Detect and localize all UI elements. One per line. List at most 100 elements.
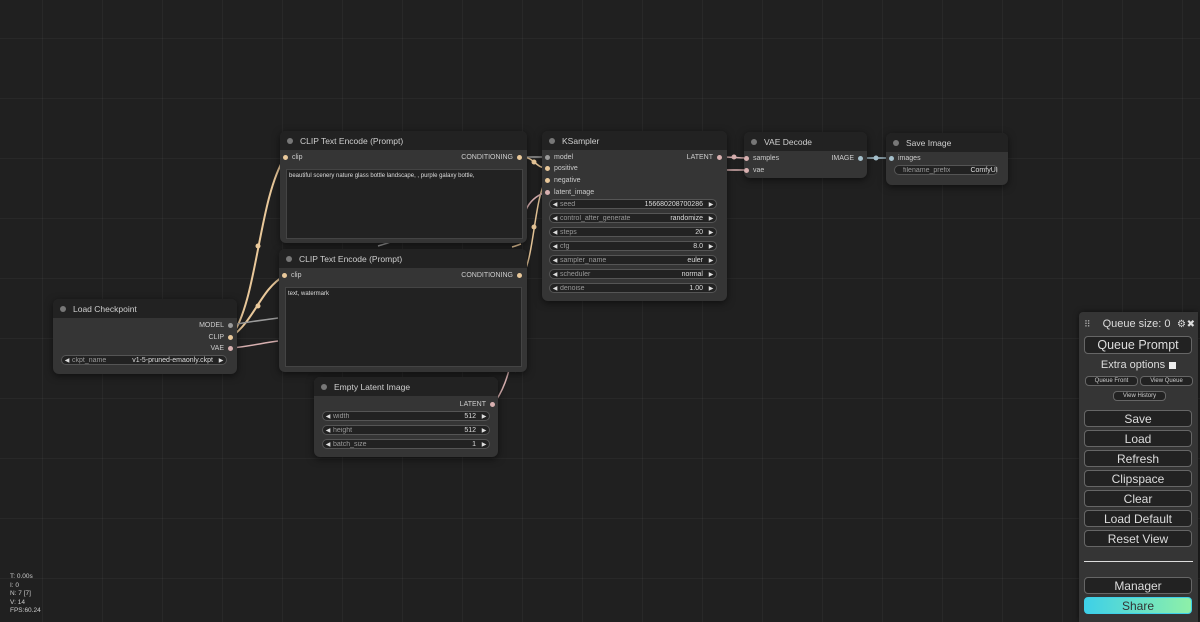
output-vae[interactable]: VAE: [211, 343, 233, 353]
prompt-textarea[interactable]: text, watermark: [285, 287, 522, 367]
input-negative[interactable]: negative: [545, 175, 580, 185]
collapse-dot-icon[interactable]: [751, 138, 757, 145]
output-conditioning[interactable]: CONDITIONING: [461, 152, 522, 162]
decrement-arrow-icon[interactable]: ◀: [552, 257, 558, 264]
input-slot-dot[interactable]: [889, 155, 894, 161]
increment-arrow-icon[interactable]: ▶: [218, 357, 224, 364]
decrement-arrow-icon[interactable]: ◀: [552, 201, 558, 208]
share-button[interactable]: Share: [1084, 597, 1192, 614]
increment-arrow-icon[interactable]: ▶: [481, 427, 487, 434]
queue-front-button[interactable]: Queue Front: [1085, 376, 1138, 386]
input-latent-image[interactable]: latent_image: [545, 187, 594, 197]
load-checkpoint-node[interactable]: Load Checkpoint MODEL CLIP VAE ◀ckpt_nam…: [53, 299, 237, 374]
input-slot-dot[interactable]: [283, 154, 288, 160]
increment-arrow-icon[interactable]: ▶: [708, 285, 714, 292]
decrement-arrow-icon[interactable]: ◀: [552, 243, 558, 250]
refresh-button[interactable]: Refresh: [1084, 450, 1192, 467]
increment-arrow-icon[interactable]: ▶: [708, 271, 714, 278]
increment-arrow-icon[interactable]: ▶: [708, 229, 714, 236]
collapse-dot-icon[interactable]: [549, 137, 555, 144]
input-clip[interactable]: clip: [283, 152, 303, 162]
decrement-arrow-icon[interactable]: ◀: [552, 271, 558, 278]
queue-prompt-button[interactable]: Queue Prompt: [1084, 336, 1192, 354]
input-slot-dot[interactable]: [545, 189, 550, 195]
clear-button[interactable]: Clear: [1084, 490, 1192, 507]
input-vae[interactable]: vae: [744, 165, 764, 175]
collapse-dot-icon[interactable]: [286, 255, 292, 262]
ksampler-node[interactable]: KSampler model positive negative latent_…: [542, 131, 727, 301]
decrement-arrow-icon[interactable]: ◀: [325, 441, 331, 448]
increment-arrow-icon[interactable]: ▶: [481, 441, 487, 448]
increment-arrow-icon[interactable]: ▶: [708, 215, 714, 222]
output-slot-dot[interactable]: [228, 334, 233, 340]
node-title-bar[interactable]: KSampler: [542, 131, 727, 150]
reset-view-button[interactable]: Reset View: [1084, 530, 1192, 547]
input-slot-dot[interactable]: [545, 154, 550, 160]
increment-arrow-icon[interactable]: ▶: [481, 413, 487, 420]
collapse-dot-icon[interactable]: [893, 139, 899, 146]
collapse-dot-icon[interactable]: [321, 383, 327, 390]
input-model[interactable]: model: [545, 152, 573, 162]
output-slot-dot[interactable]: [228, 322, 233, 328]
node-title-bar[interactable]: CLIP Text Encode (Prompt): [279, 249, 527, 268]
output-slot-dot[interactable]: [717, 154, 722, 160]
output-conditioning[interactable]: CONDITIONING: [461, 270, 522, 280]
output-slot-dot[interactable]: [490, 401, 495, 407]
collapse-dot-icon[interactable]: [287, 137, 293, 144]
load-default-button[interactable]: Load Default: [1084, 510, 1192, 527]
node-title-bar[interactable]: Save Image: [886, 133, 1008, 152]
output-slot-dot[interactable]: [228, 345, 233, 351]
decrement-arrow-icon[interactable]: ◀: [325, 427, 331, 434]
output-model[interactable]: MODEL: [199, 320, 233, 330]
clip-text-encode-negative-node[interactable]: CLIP Text Encode (Prompt) clip CONDITION…: [279, 249, 527, 372]
input-slot-dot[interactable]: [545, 165, 550, 171]
clipspace-button[interactable]: Clipspace: [1084, 470, 1192, 487]
input-slot-dot[interactable]: [282, 272, 287, 278]
close-icon[interactable]: ✖: [1186, 318, 1195, 330]
input-samples[interactable]: samples: [744, 153, 779, 163]
node-title-bar[interactable]: VAE Decode: [744, 132, 867, 151]
prompt-textarea[interactable]: beautiful scenery nature glass bottle la…: [286, 169, 523, 239]
manager-button[interactable]: Manager: [1084, 577, 1192, 594]
output-image[interactable]: IMAGE: [831, 153, 863, 163]
load-button[interactable]: Load: [1084, 430, 1192, 447]
collapse-dot-icon[interactable]: [60, 305, 66, 312]
view-queue-button[interactable]: View Queue: [1140, 376, 1193, 386]
output-slot-dot[interactable]: [517, 154, 522, 160]
input-slot-dot[interactable]: [545, 177, 550, 183]
node-title-bar[interactable]: Load Checkpoint: [53, 299, 237, 318]
input-slot-dot[interactable]: [744, 155, 749, 161]
save-button[interactable]: Save: [1084, 410, 1192, 427]
input-images[interactable]: images: [889, 153, 921, 163]
node-title-bar[interactable]: CLIP Text Encode (Prompt): [280, 131, 527, 150]
gear-icon[interactable]: ⚙: [1177, 318, 1186, 330]
vae-decode-node[interactable]: VAE Decode samples vae IMAGE: [744, 132, 867, 178]
increment-arrow-icon[interactable]: ▶: [708, 201, 714, 208]
decrement-arrow-icon[interactable]: ◀: [325, 413, 331, 420]
output-latent[interactable]: LATENT: [687, 152, 722, 162]
output-latent[interactable]: LATENT: [460, 399, 495, 409]
increment-arrow-icon[interactable]: ▶: [708, 257, 714, 264]
clip-text-encode-positive-node[interactable]: CLIP Text Encode (Prompt) clip CONDITION…: [280, 131, 527, 243]
decrement-arrow-icon[interactable]: ◀: [552, 229, 558, 236]
node-title-bar[interactable]: Empty Latent Image: [314, 377, 498, 396]
input-positive[interactable]: positive: [545, 163, 578, 173]
output-clip[interactable]: CLIP: [208, 332, 233, 342]
output-slot-dot[interactable]: [517, 272, 522, 278]
input-clip[interactable]: clip: [282, 270, 302, 280]
